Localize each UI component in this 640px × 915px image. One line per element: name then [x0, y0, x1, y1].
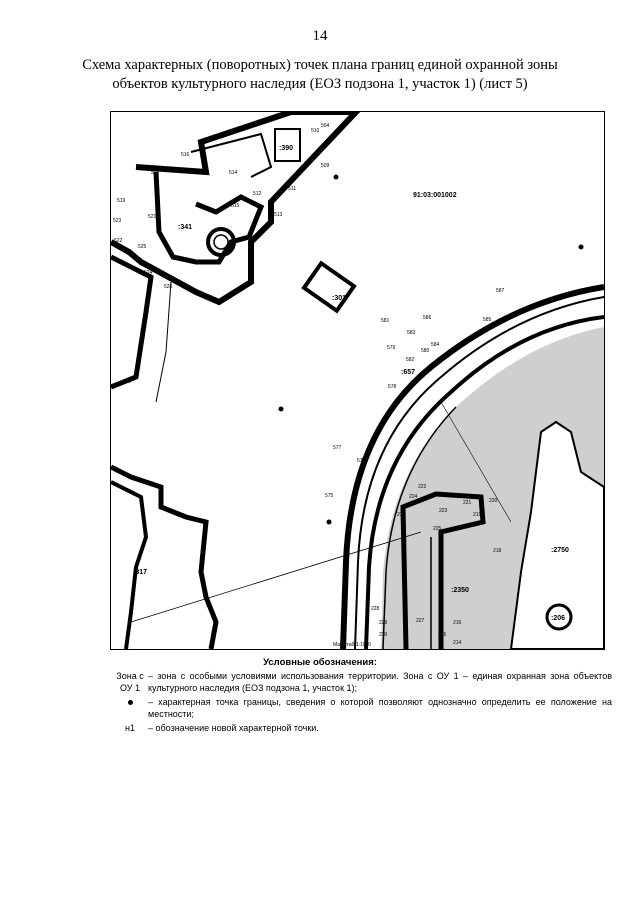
point-label: 229	[379, 620, 388, 626]
point-label: 515	[231, 203, 240, 209]
parcel-label: :2350	[451, 587, 469, 594]
point-label: 514	[229, 170, 238, 176]
point-label: 511	[288, 186, 296, 192]
title-line-2: объектов культурного наследия (ЕОЗ подзо…	[112, 76, 528, 92]
point-label: 580	[421, 348, 430, 354]
point-label: 223	[439, 508, 448, 514]
cadastral-block-label: 91:03:001002	[413, 192, 457, 199]
point-label: 524	[144, 270, 153, 276]
legend-text: – обозначение новой характерной точки.	[148, 723, 319, 733]
legend-new-point-symbol: н1	[125, 723, 135, 733]
point-label: 219	[473, 512, 482, 518]
point-label: 215	[438, 632, 447, 638]
point-label: 581	[381, 318, 390, 324]
parcel-label: :341	[178, 224, 192, 231]
parcel-label: :301	[332, 295, 346, 302]
point-label: 216	[453, 620, 462, 626]
point-label: 227	[416, 618, 425, 624]
point-label: 222	[418, 484, 427, 490]
legend-item: Зона с ОУ 1 – зона с особыми условиями и…	[112, 670, 612, 694]
point-label: 226	[397, 512, 406, 518]
legend-text: – характерная точка границы, сведения о …	[148, 697, 612, 719]
point-label: 522	[114, 238, 123, 244]
point-label: 509	[321, 163, 330, 169]
point-label: 583	[407, 330, 416, 336]
page-title: Схема характерных (поворотных) точек пла…	[80, 56, 560, 94]
point-label: 224	[409, 494, 418, 500]
point-label: 585	[483, 317, 492, 323]
point-label: 512	[253, 191, 262, 197]
point-label: 521	[148, 214, 157, 220]
point-label: 519	[117, 198, 126, 204]
point-label: 228	[371, 606, 380, 612]
point-label: 221	[463, 500, 472, 506]
point-label: 510	[311, 128, 320, 134]
point-label: 225	[433, 526, 442, 532]
point-label: 516	[181, 152, 190, 158]
legend-dot-symbol	[112, 696, 148, 720]
point-label: 575	[325, 493, 334, 499]
point-label: 504	[321, 123, 330, 129]
point-label: 508	[166, 168, 175, 174]
parcel-label: :206	[551, 615, 565, 622]
parcel-label: :2750	[551, 547, 569, 554]
legend-title: Условные обозначения:	[263, 657, 377, 668]
point-label: 214	[453, 640, 462, 646]
scale-label: Масштаб 1:1000	[333, 642, 371, 648]
point-label: 513	[274, 212, 283, 218]
point-label: 525	[138, 244, 147, 250]
building-outline	[111, 112, 361, 306]
parcel-label: :657	[401, 369, 415, 376]
point-label: 584	[431, 342, 440, 348]
point-label: 218	[493, 548, 502, 554]
map-drawing: :390 :341 :301 :657 :317 :2350 :2750 :20…	[111, 112, 604, 649]
title-line-1: Схема характерных (поворотных) точек пла…	[82, 57, 558, 73]
point-label: 523	[113, 218, 122, 224]
boundary-map: :390 :341 :301 :657 :317 :2350 :2750 :20…	[110, 111, 605, 650]
legend-text: – зона с особыми условиями использования…	[148, 671, 612, 693]
legend-item: н1 – обозначение новой характерной точки…	[112, 722, 612, 734]
point-label: 579	[387, 345, 396, 351]
point-label: 587	[496, 288, 505, 294]
point-label: 220	[489, 498, 498, 504]
parcel-label: :317	[133, 569, 147, 576]
point-dot-icon	[127, 700, 133, 705]
point-label: 582	[406, 357, 415, 363]
point-label: 577	[333, 445, 342, 451]
point-label: 526	[164, 284, 173, 290]
point-label: 507	[151, 170, 160, 176]
legend-item: – характерная точка границы, сведения о …	[112, 696, 612, 720]
point-label: 230	[379, 632, 388, 638]
legend: Зона с ОУ 1 – зона с особыми условиями и…	[112, 670, 612, 736]
point-label: 527	[124, 379, 133, 385]
page-number: 14	[312, 28, 328, 44]
parcel-label: :390	[279, 145, 293, 152]
point-label: 586	[423, 315, 432, 321]
point-label: 576	[357, 458, 366, 464]
legend-zone-symbol: Зона с ОУ 1	[116, 671, 144, 693]
point-label: 578	[388, 384, 397, 390]
